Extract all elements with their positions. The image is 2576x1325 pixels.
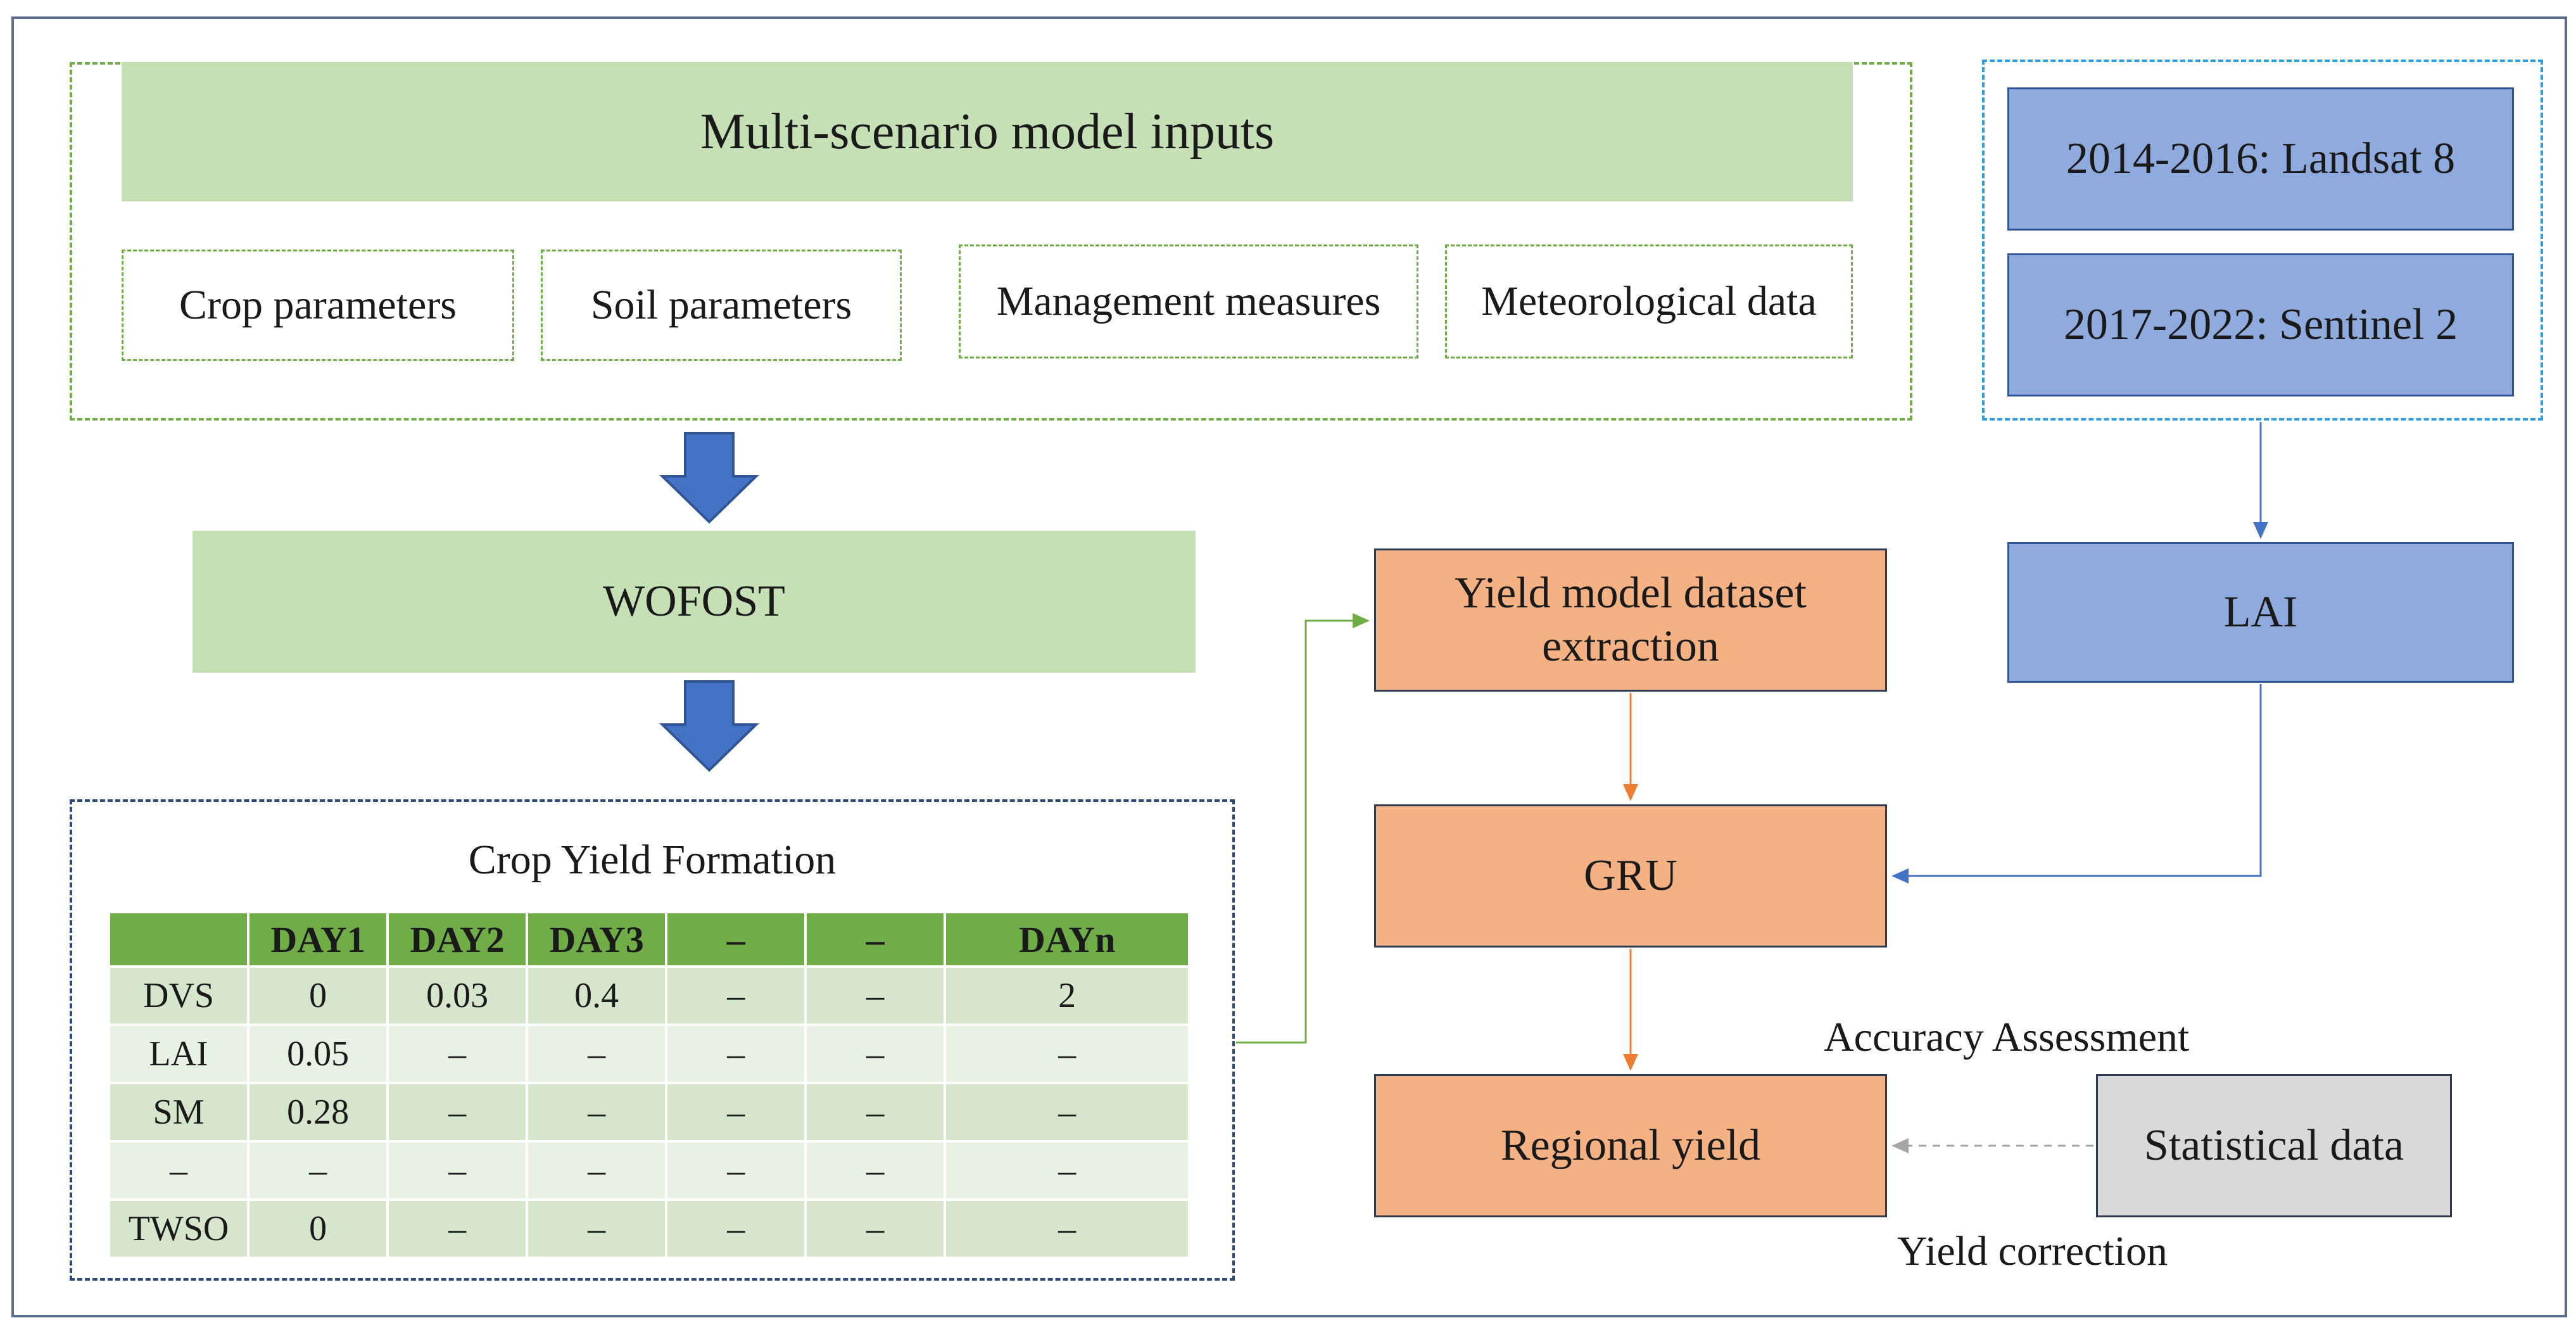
table-header-cell: DAYn: [946, 913, 1188, 965]
table-cell: –: [667, 1143, 805, 1198]
table-cell: –: [807, 968, 944, 1024]
table-header-cell: DAY2: [389, 913, 526, 965]
table-cell: 0: [249, 1201, 387, 1257]
table-cell: –: [389, 1084, 526, 1140]
down-arrow-icon: [659, 680, 759, 772]
sentinel-box: 2017-2022: Sentinel 2: [2007, 253, 2514, 396]
table-cell: –: [667, 1201, 805, 1257]
table-cell: –: [946, 1084, 1188, 1140]
table-cell: –: [946, 1143, 1188, 1198]
table-cell: –: [389, 1201, 526, 1257]
table-cell: –: [667, 1084, 805, 1140]
table-row: SM 0.28 – – – – –: [110, 1084, 1188, 1140]
table-header-row: DAY1 DAY2 DAY3 – – DAYn: [110, 913, 1188, 965]
param-soil: Soil parameters: [541, 250, 902, 361]
param-meteorological: Meteorological data: [1445, 244, 1853, 358]
dataset-extraction-box: Yield model dataset extraction: [1374, 548, 1887, 692]
wofost-box: WOFOST: [193, 531, 1196, 673]
wofost-label: WOFOST: [603, 577, 785, 626]
table-cell: –: [110, 1143, 248, 1198]
table-cell: 0.28: [249, 1084, 387, 1140]
inputs-title-box: Multi-scenario model inputs: [122, 62, 1853, 201]
regional-yield-box: Regional yield: [1374, 1074, 1887, 1217]
table-cell: DVS: [110, 968, 248, 1024]
table-cell: SM: [110, 1084, 248, 1140]
table-cell: –: [807, 1143, 944, 1198]
table-row: DVS 0 0.03 0.4 – – 2: [110, 968, 1188, 1024]
satellite-group: [1982, 60, 2543, 421]
table-cell: –: [249, 1143, 387, 1198]
table-cell: LAI: [110, 1026, 248, 1082]
table-cell: –: [807, 1026, 944, 1082]
table-cell: –: [807, 1201, 944, 1257]
table-cell: –: [528, 1143, 666, 1198]
table-cell: 0.05: [249, 1026, 387, 1082]
table-header-cell: DAY1: [249, 913, 387, 965]
table-cell: –: [946, 1201, 1188, 1257]
table-cell: –: [389, 1143, 526, 1198]
landsat-box: 2014-2016: Landsat 8: [2007, 87, 2514, 231]
connector-table-to-dataset: [1236, 613, 1370, 1044]
param-management: Management measures: [959, 244, 1418, 358]
gru-box: GRU: [1374, 804, 1887, 948]
table-cell: –: [667, 968, 805, 1024]
table-cell: 0: [249, 968, 387, 1024]
yield-formation-group: [70, 799, 1235, 1281]
yield-correction-label: Yield correction: [1897, 1228, 2168, 1274]
down-arrow-icon: [659, 432, 759, 524]
connector-lai-to-gru: [1891, 684, 2262, 884]
table-cell: –: [528, 1201, 666, 1257]
table-row: TWSO 0 – – – – –: [110, 1201, 1188, 1257]
table-cell: 2: [946, 968, 1188, 1024]
table-header-cell: –: [807, 913, 944, 965]
table-cell: TWSO: [110, 1201, 248, 1257]
table-cell: –: [389, 1026, 526, 1082]
lai-box: LAI: [2007, 542, 2514, 683]
table-cell: –: [807, 1084, 944, 1140]
table-header-cell: –: [667, 913, 805, 965]
table-cell: 0.4: [528, 968, 666, 1024]
yield-formation-title: Crop Yield Formation: [468, 837, 837, 883]
table-header-cell: DAY3: [528, 913, 666, 965]
inputs-title: Multi-scenario model inputs: [700, 103, 1275, 160]
param-crop: Crop parameters: [122, 250, 514, 361]
table-header-cell: [110, 913, 248, 965]
diagram-frame: [11, 16, 2567, 1317]
table-cell: –: [946, 1026, 1188, 1082]
table-cell: –: [667, 1026, 805, 1082]
yield-formation-table: DAY1 DAY2 DAY3 – – DAYn DVS 0 0.03 0.4 –…: [108, 911, 1190, 1259]
table-cell: –: [528, 1026, 666, 1082]
table-row: LAI 0.05 – – – – –: [110, 1026, 1188, 1082]
table-row: – – – – – – –: [110, 1143, 1188, 1198]
accuracy-assessment-label: Accuracy Assessment: [1824, 1014, 2190, 1060]
table-cell: –: [528, 1084, 666, 1140]
table-cell: 0.03: [389, 968, 526, 1024]
statistical-data-box: Statistical data: [2096, 1074, 2452, 1217]
